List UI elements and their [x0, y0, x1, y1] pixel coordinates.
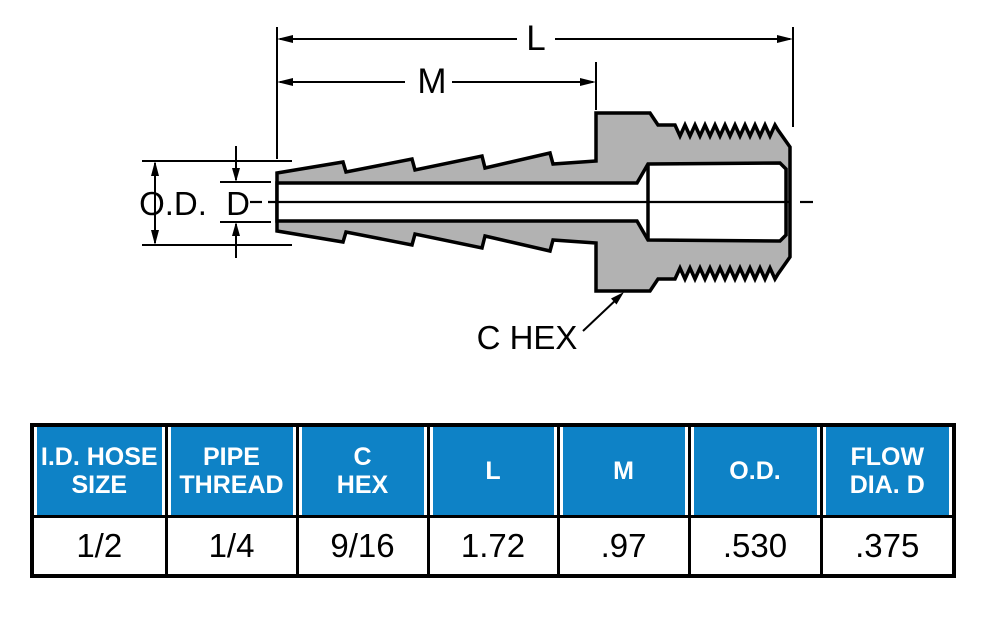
dim-label-l: L — [526, 19, 545, 58]
dim-m-arrow-right — [580, 78, 596, 86]
c-hex-label: C HEX — [477, 319, 578, 356]
dim-d-arrow-down — [232, 168, 240, 182]
value-pipe-thread: 1/4 — [164, 515, 299, 578]
value-m: .97 — [556, 515, 691, 578]
value-od: .530 — [687, 515, 823, 578]
dim-label-d: D — [226, 185, 250, 222]
fitting-technical-drawing: L M O.D. D C HEX — [139, 19, 813, 356]
c-hex-leader-line — [582, 296, 620, 332]
value-flow-dia-d: .375 — [819, 515, 956, 578]
col-header-l: L — [426, 423, 560, 518]
dim-d-arrow-up — [232, 222, 240, 236]
dim-label-m: M — [417, 62, 446, 101]
c-hex-leader-arrow — [611, 292, 624, 305]
value-l: 1.72 — [426, 515, 560, 578]
dim-label-od: O.D. — [139, 185, 207, 222]
value-c-hex: 9/16 — [295, 515, 430, 578]
dim-od-arrow-down — [151, 230, 159, 245]
col-header-m: M — [556, 423, 691, 518]
dim-m-arrow-left — [277, 78, 293, 86]
value-id-hose-size: 1/2 — [30, 515, 168, 578]
spec-table-value-row: 1/2 1/4 9/16 1.72 .97 .530 .375 — [30, 515, 956, 578]
dim-l-arrow-right — [777, 35, 793, 43]
dim-od — [142, 160, 292, 246]
col-header-od: O.D. — [687, 423, 823, 518]
dim-od-arrow-up — [151, 161, 159, 176]
dim-l-arrow-left — [277, 35, 293, 43]
